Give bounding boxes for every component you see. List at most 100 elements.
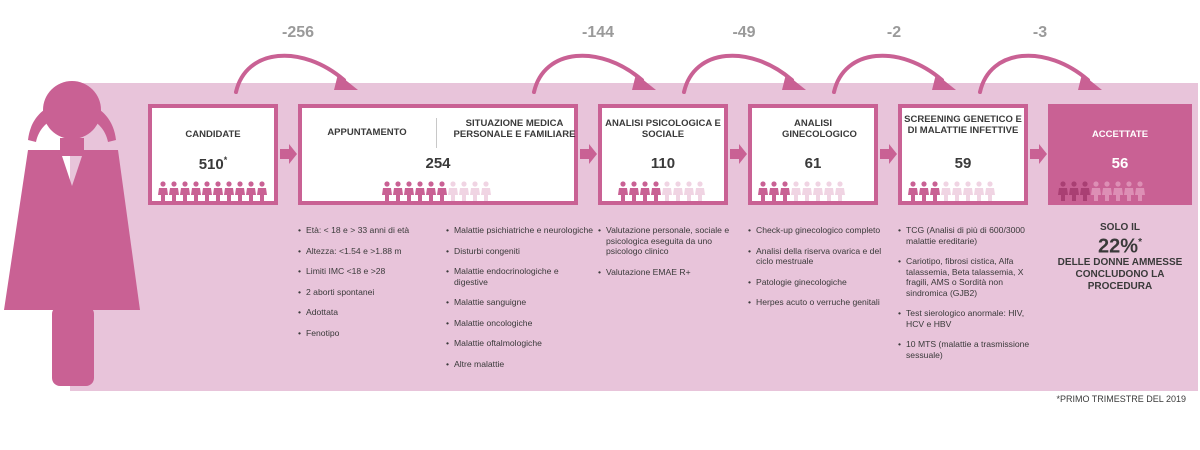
person-icon xyxy=(651,181,661,201)
people-row xyxy=(158,181,267,201)
person-icon xyxy=(202,181,212,201)
person-icon xyxy=(404,181,414,201)
person-icon xyxy=(791,181,801,201)
list-item: Adottata xyxy=(298,307,446,318)
person-icon xyxy=(235,181,245,201)
stage-title: ACCETTATE xyxy=(1091,129,1149,140)
result-line: DELLE DONNE AMMESSE CONCLUDONO LA PROCED… xyxy=(1057,256,1183,292)
person-icon xyxy=(908,181,918,201)
people-row xyxy=(382,181,491,201)
right-arrow-icon xyxy=(730,144,747,164)
list-item: Valutazione personale, sociale e psicolo… xyxy=(598,225,738,257)
list-item: Disturbi congeniti xyxy=(446,246,594,257)
criteria-list: Check-up ginecologico completoAnalisi de… xyxy=(748,225,888,318)
person-icon xyxy=(941,181,951,201)
list-item: Altezza: <1.54 e >1.88 m xyxy=(298,246,446,257)
stage-count: 254 xyxy=(425,155,451,172)
list-item: 10 MTS (malattie a trasmissione sessuale… xyxy=(898,339,1044,360)
list-item: Malattie oftalmologiche xyxy=(446,338,594,349)
person-icon xyxy=(191,181,201,201)
list-item: Età: < 18 e > 33 anni di età xyxy=(298,225,446,236)
person-icon xyxy=(393,181,403,201)
delta-label: -2 xyxy=(886,24,902,41)
stage-appointment: APPUNTAMENTO SITUAZIONE MEDICA PERSONALE… xyxy=(298,104,578,205)
person-icon xyxy=(481,181,491,201)
person-icon xyxy=(974,181,984,201)
delta-label: -256 xyxy=(281,24,315,41)
step-arrows xyxy=(280,144,1047,164)
person-icon xyxy=(158,181,168,201)
list-item: Check-up ginecologico completo xyxy=(748,225,888,236)
stage-gyn: ANALISI GINECOLOGICO 61 xyxy=(748,104,878,205)
person-icon xyxy=(952,181,962,201)
person-icon xyxy=(673,181,683,201)
person-icon xyxy=(246,181,256,201)
curved-arrows xyxy=(234,53,1102,94)
list-item: Fenotipo xyxy=(298,328,446,339)
stage-accepted: ACCETTATE 56 xyxy=(1048,104,1192,205)
person-icon xyxy=(448,181,458,201)
person-icon xyxy=(437,181,447,201)
person-icon xyxy=(213,181,223,201)
person-icon xyxy=(758,181,768,201)
person-icon xyxy=(930,181,940,201)
stage-title: ANALISI GINECOLOGICO xyxy=(782,118,857,140)
list-item: Limiti IMC <18 e >28 xyxy=(298,266,446,277)
list-item: Valutazione EMAE R+ xyxy=(598,267,738,278)
person-icon xyxy=(382,181,392,201)
right-arrow-icon xyxy=(280,144,297,164)
person-icon xyxy=(1091,181,1101,201)
list-item: TCG (Analisi di più di 600/3000 malattie… xyxy=(898,225,1044,246)
person-icon xyxy=(1058,181,1068,201)
delta-label: -3 xyxy=(1032,24,1048,41)
list-item: Altre malattie xyxy=(446,359,594,370)
list-item: Malattie endocrinologiche e digestive xyxy=(446,266,594,287)
person-icon xyxy=(1069,181,1079,201)
person-icon xyxy=(224,181,234,201)
people-row xyxy=(908,181,995,201)
stage-genetic: SCREENING GENETICO E DI MALATTIE INFETTI… xyxy=(898,104,1028,205)
stage-count: 59 xyxy=(954,155,972,172)
criteria-list: Età: < 18 e > 33 anni di etàAltezza: <1.… xyxy=(298,225,446,348)
list-item: Malattie oncologiche xyxy=(446,318,594,329)
stage-count: 510* xyxy=(198,155,228,173)
person-icon xyxy=(835,181,845,201)
person-icon xyxy=(1124,181,1134,201)
stage-psych: ANALISI PSICOLOGICA E SOCIALE 110 xyxy=(598,104,728,205)
person-icon xyxy=(415,181,425,201)
person-icon xyxy=(919,181,929,201)
right-arrow-icon xyxy=(1030,144,1047,164)
list-item: Analisi della riserva ovarica e del cicl… xyxy=(748,246,888,267)
list-item: 2 aborti spontanei xyxy=(298,287,446,298)
people-row xyxy=(758,181,845,201)
right-arrow-icon xyxy=(580,144,597,164)
person-icon xyxy=(257,181,267,201)
person-icon xyxy=(1135,181,1145,201)
stage-title: SCREENING GENETICO E DI MALATTIE INFETTI… xyxy=(904,114,1022,136)
woman-silhouette-icon xyxy=(4,81,140,386)
list-item: Cariotipo, fibrosi cistica, Alfa talasse… xyxy=(898,256,1044,298)
person-icon xyxy=(640,181,650,201)
divider xyxy=(436,118,437,148)
stage-title: APPUNTAMENTO xyxy=(327,127,407,138)
stage-count: 61 xyxy=(804,155,822,172)
person-icon xyxy=(1102,181,1112,201)
person-icon xyxy=(824,181,834,201)
delta-label: -144 xyxy=(581,24,615,41)
stage-title: ANALISI PSICOLOGICA E SOCIALE xyxy=(605,118,721,140)
list-item: Malattie psichiatriche e neurologiche xyxy=(446,225,594,236)
list-item: Test sierologico anormale: HIV, HCV e HB… xyxy=(898,308,1044,329)
person-icon xyxy=(1113,181,1123,201)
stage-title: CANDIDATE xyxy=(185,129,241,140)
person-icon xyxy=(169,181,179,201)
person-icon xyxy=(662,181,672,201)
person-icon xyxy=(985,181,995,201)
footnote: *PRIMO TRIMESTRE DEL 2019 xyxy=(1056,394,1186,404)
person-icon xyxy=(813,181,823,201)
person-icon xyxy=(802,181,812,201)
criteria-list: TCG (Analisi di più di 600/3000 malattie… xyxy=(898,225,1044,370)
person-icon xyxy=(470,181,480,201)
person-icon xyxy=(629,181,639,201)
stage-count: 56 xyxy=(1111,155,1129,172)
criteria-list: Valutazione personale, sociale e psicolo… xyxy=(598,225,738,287)
